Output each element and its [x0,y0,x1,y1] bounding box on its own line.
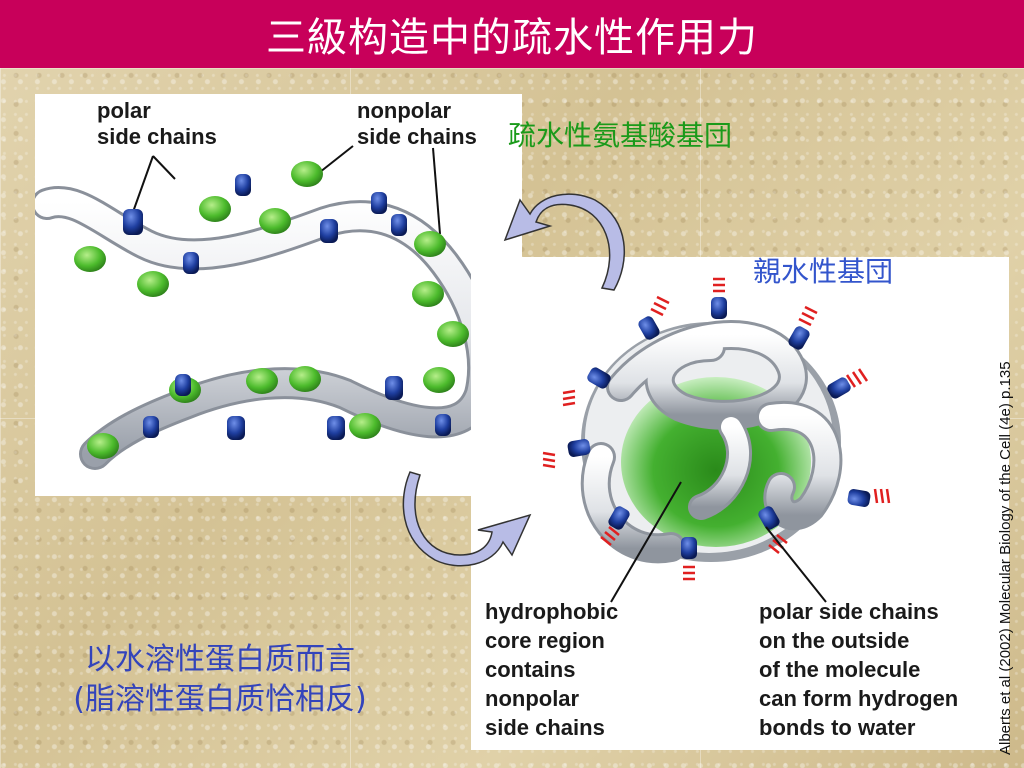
slide-title: 三級构造中的疏水性作用力 [266,15,758,61]
polar-side-chains [123,174,511,440]
nonpolar-side-chains [74,161,469,459]
hydrophilic-groups-label: 親水性基団 [753,255,894,288]
unfolded-chain-diagram [35,145,511,470]
note-line-2: (脂溶性蛋白质恰相反) [73,682,367,717]
title-bar: 三級构造中的疏水性作用力 [0,0,1024,68]
citation: Alberts et al (2002) Molecular Biology o… [997,361,1014,755]
nonpolar-side-chains-label: nonpolar side chains [357,98,477,149]
unfolded-chain-panel: polar side chains nonpolar side chains [35,94,522,496]
polar-side-chains-label: polar side chains [97,98,217,149]
folded-protein-panel: hydrophobic core region contains nonpola… [471,257,1009,750]
note-line-1: 以水溶性蛋白质而言 [85,642,355,677]
folded-protein-diagram [542,277,891,603]
hydrophobic-core-label: hydrophobic core region contains nonpola… [485,599,619,740]
hydrophobic-groups-label: 疏水性氨基酸基団 [508,119,733,152]
polar-outside-label: polar side chains on the outside of the … [759,599,959,740]
folded-label-pointers [610,481,827,603]
surface-polar-chains [542,277,891,581]
solubility-note: 以水溶性蛋白质而言 (脂溶性蛋白质恰相反) [40,640,400,720]
